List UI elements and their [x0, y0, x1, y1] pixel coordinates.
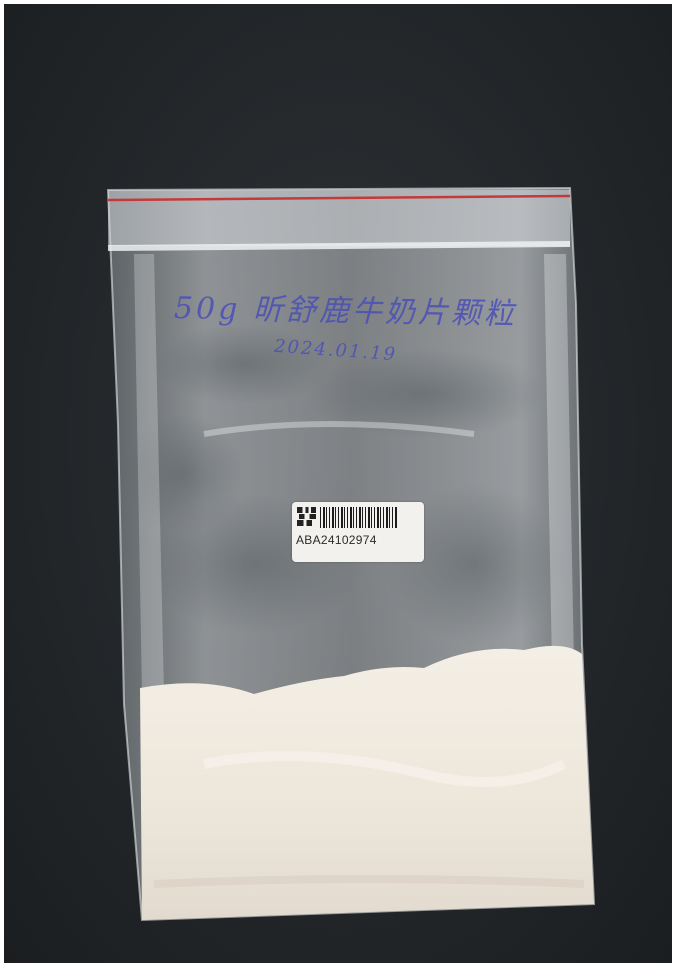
product-photo: 50g 昕舒鹿牛奶片颗粒 2024.01.19 ABA24102974	[4, 4, 672, 963]
zipper-seal	[107, 241, 571, 251]
label-code: ABA24102974	[296, 533, 377, 547]
barcode-label: ABA24102974	[292, 502, 424, 562]
qr-code-icon	[297, 507, 316, 526]
handwritten-product-note: 50g 昕舒鹿牛奶片颗粒	[173, 291, 518, 332]
zipper-red-line	[107, 194, 571, 202]
powder-contents	[140, 645, 594, 920]
barcode-icon	[320, 507, 398, 528]
plastic-bag-graphic	[106, 186, 596, 922]
